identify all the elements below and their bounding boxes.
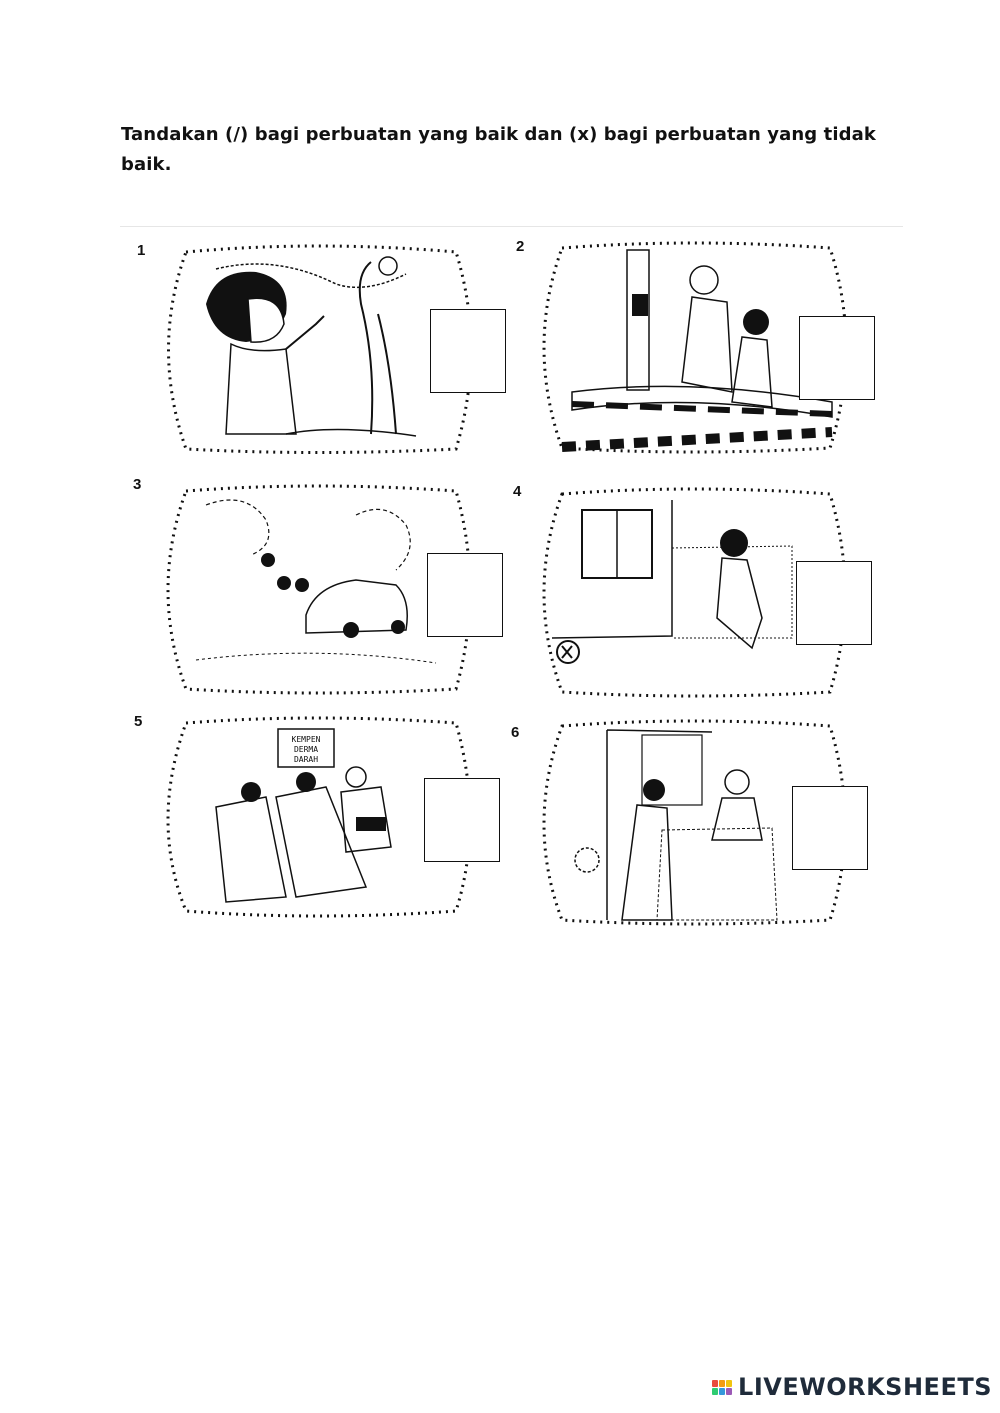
logo-block-5	[719, 1387, 726, 1395]
scene-panel-5: KEMPEN DERMA DARAH	[156, 716, 476, 927]
logo-block-2	[719, 1379, 726, 1387]
logo-block-4	[712, 1387, 719, 1395]
scene-panel-2	[532, 241, 852, 454]
instruction-text: Tandakan (/) bagi perbuatan yang baik da…	[121, 124, 876, 175]
item-number-5: 5	[134, 713, 143, 730]
item-number-3: 3	[133, 476, 142, 493]
scene-panel-3	[156, 484, 476, 695]
scene-4-illustration	[542, 487, 847, 698]
logo-icon	[712, 1379, 733, 1395]
scene-2-illustration	[542, 241, 848, 454]
sign-line-2: DERMA	[294, 745, 318, 754]
scene-1-illustration	[167, 244, 473, 454]
answer-box-6[interactable]	[792, 786, 868, 870]
answer-box-4[interactable]	[796, 561, 872, 645]
logo-block-1	[712, 1379, 719, 1387]
liveworksheets-logo: LIVEWORKSHEETS	[712, 1373, 992, 1401]
campaign-sign	[277, 728, 335, 768]
answer-box-5[interactable]	[424, 778, 500, 862]
item-number-1: 1	[137, 242, 146, 259]
logo-text: LIVEWORKSHEETS	[738, 1373, 992, 1401]
logo-block-6	[726, 1387, 733, 1395]
sign-line-3: DARAH	[294, 755, 318, 764]
scene-panel-1	[156, 244, 476, 454]
item-number-6: 6	[511, 724, 520, 741]
item-number-2: 2	[516, 238, 525, 255]
answer-box-1[interactable]	[430, 309, 506, 393]
answer-box-2[interactable]	[799, 316, 875, 400]
scene-panel-4	[532, 487, 852, 698]
scene-panel-6	[532, 719, 852, 930]
item-number-4: 4	[513, 483, 522, 500]
divider	[120, 226, 903, 227]
logo-block-3	[726, 1379, 733, 1387]
answer-box-3[interactable]	[427, 553, 503, 637]
scene-5-illustration: KEMPEN DERMA DARAH	[166, 716, 472, 918]
scene-3-illustration	[166, 484, 472, 695]
sign-line-1: KEMPEN	[292, 735, 321, 744]
scene-6-illustration	[542, 719, 847, 926]
